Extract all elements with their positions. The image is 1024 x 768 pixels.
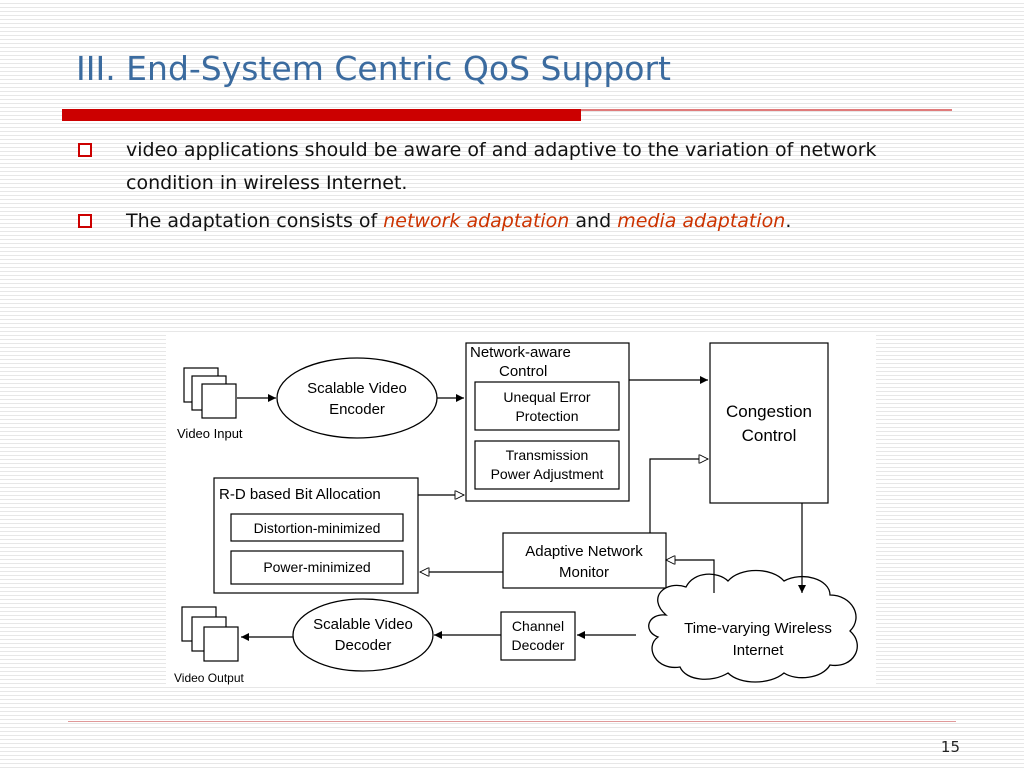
unequal-error-label-line2: Protection [515, 408, 578, 424]
diagram-arrows [237, 376, 806, 641]
monitor-label-line2: Monitor [559, 564, 609, 581]
bullet-text-suffix: . [785, 210, 792, 232]
network-adaptation-term: network adaptation [383, 210, 570, 232]
system-diagram: Video Input Scalable Video Encoder Netwo… [166, 335, 876, 687]
power-minimized-box [230, 550, 404, 585]
wireless-label-line1: Time-varying Wireless [684, 620, 832, 637]
network-aware-label-line1: Network-aware [470, 344, 571, 361]
footer-divider [68, 721, 956, 722]
distortion-minimized-label: Distortion-minimized [254, 520, 381, 536]
video-input-frames-icon [183, 367, 237, 419]
congestion-label-line1: Congestion [726, 402, 812, 421]
square-bullet-icon [78, 214, 92, 228]
network-aware-label-line2: Control [499, 363, 547, 380]
wireless-label-line2: Internet [733, 642, 785, 659]
slide-title: III. End-System Centric QoS Support [76, 49, 671, 88]
video-output-label: Video Output [174, 671, 244, 685]
decoder-label-line1: Scalable Video [313, 616, 413, 633]
encoder-label-line1: Scalable Video [307, 380, 407, 397]
slide-number: 15 [940, 738, 960, 756]
scalable-video-decoder: Scalable Video Decoder [292, 598, 434, 672]
power-minimized-label: Power-minimized [263, 559, 370, 575]
arrow-wireless-to-monitor [666, 560, 715, 593]
bullet-text-prefix: The adaptation consists of [126, 210, 384, 232]
monitor-label-line1: Adaptive Network [525, 543, 643, 560]
channel-decoder-label-line1: Channel [512, 618, 564, 634]
rd-bit-allocation: R-D based Bit Allocation Distortion-mini… [213, 477, 419, 594]
unequal-error-protection-box [474, 381, 620, 431]
scalable-video-encoder: Scalable Video Encoder [276, 357, 438, 439]
title-accent-bar [62, 109, 581, 121]
channel-decoder-label-line2: Decoder [512, 637, 565, 653]
congestion-label-line2: Control [742, 426, 797, 445]
decoder-label-line2: Decoder [335, 637, 392, 654]
congestion-control: Congestion Control [709, 342, 829, 504]
transmission-power-box [474, 440, 620, 490]
media-adaptation-term: media adaptation [617, 210, 786, 232]
transmission-label-line2: Power Adjustment [491, 466, 604, 482]
channel-decoder: Channel Decoder [500, 611, 576, 661]
encoder-label-line2: Encoder [329, 401, 385, 418]
square-bullet-icon [78, 143, 92, 157]
bullet-item: video applications should be aware of an… [76, 134, 956, 200]
transmission-label-line1: Transmission [506, 447, 589, 463]
bullet-list: video applications should be aware of an… [76, 134, 956, 243]
diagram-canvas: Video Input Scalable Video Encoder Netwo… [174, 342, 858, 685]
bullet-text: video applications should be aware of an… [126, 139, 877, 194]
arrow-monitor-to-congestion [649, 459, 708, 533]
rd-allocation-label: R-D based Bit Allocation [219, 486, 381, 503]
network-aware-control: Network-aware Control Unequal Error Prot… [465, 342, 630, 502]
video-input-label: Video Input [177, 426, 243, 441]
bullet-text-middle: and [569, 210, 618, 232]
video-output-frames-icon [181, 606, 239, 662]
adaptive-network-monitor: Adaptive Network Monitor [502, 532, 667, 589]
distortion-minimized-box [230, 513, 404, 542]
bullet-item: The adaptation consists of network adapt… [76, 205, 956, 238]
unequal-error-label-line1: Unequal Error [503, 389, 590, 405]
wireless-internet-cloud-icon: Time-varying Wireless Internet [648, 569, 858, 683]
